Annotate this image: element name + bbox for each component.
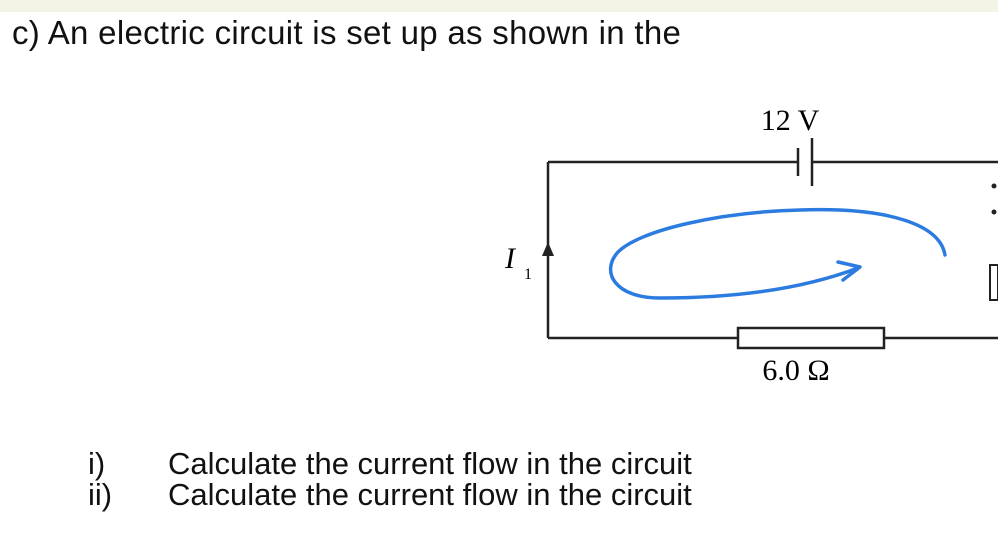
top-border: [0, 0, 998, 12]
current-label: I: [504, 242, 517, 275]
partial-component: [989, 264, 998, 301]
question-text: Calculate the current flow in the circui…: [168, 446, 692, 481]
current-arrow-icon: [542, 242, 554, 256]
resistor-label: 6.0 Ω: [762, 354, 829, 387]
battery-label: 12 V: [761, 104, 820, 137]
current-subscript: 1: [524, 266, 532, 283]
question-text: Calculate the current flow in the circui…: [168, 477, 692, 512]
loop-arrowhead-icon: [836, 260, 862, 282]
partial-dot-1: [991, 183, 997, 189]
question-number: i): [88, 446, 106, 481]
question-number: ii): [88, 477, 113, 512]
question-heading: c) An electric circuit is set up as show…: [12, 14, 682, 51]
resistor: [736, 326, 886, 350]
current-loop-annotation: [608, 207, 947, 300]
partial-dot-2: [991, 209, 997, 215]
